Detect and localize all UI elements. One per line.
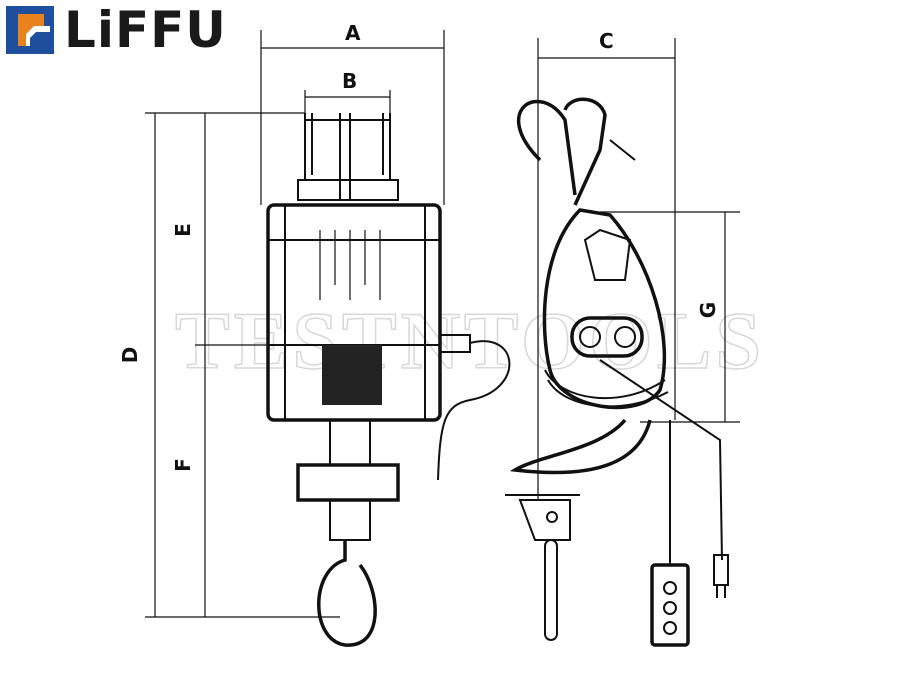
dimension-c: C bbox=[537, 29, 676, 500]
dimension-label-f: F bbox=[171, 458, 195, 472]
logo-text: LiFFU bbox=[64, 1, 227, 59]
dimension-label-e: E bbox=[171, 223, 195, 237]
dimension-label-a: A bbox=[345, 21, 361, 45]
dimension-label-c: C bbox=[599, 29, 614, 53]
logo-mark-icon bbox=[6, 6, 54, 54]
brand-logo: LiFFU bbox=[4, 4, 227, 56]
hoist-front-view bbox=[266, 113, 511, 647]
dimension-label-d: D bbox=[118, 347, 142, 364]
dimension-d: D bbox=[118, 112, 340, 618]
hoist-side-view bbox=[505, 97, 729, 647]
dimension-label-b: B bbox=[342, 69, 357, 93]
dimension-label-g: G bbox=[696, 302, 720, 318]
dimension-f: F bbox=[171, 345, 206, 617]
dimension-g: G bbox=[600, 211, 740, 423]
dimension-a: A bbox=[260, 21, 445, 205]
dimension-b: B bbox=[304, 69, 391, 120]
